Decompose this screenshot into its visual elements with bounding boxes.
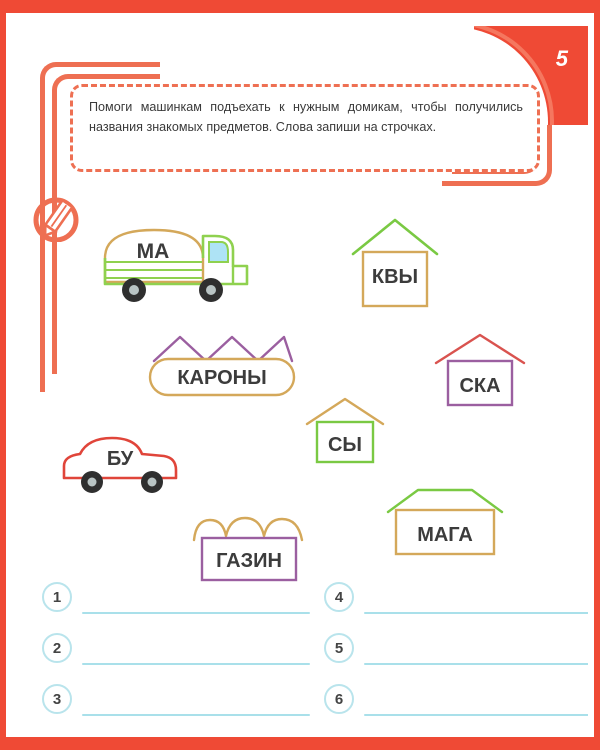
house-label-sy: СЫ bbox=[327, 434, 363, 456]
house-kvy[interactable]: КВЫ bbox=[349, 214, 441, 312]
answer-rule-5[interactable] bbox=[364, 663, 588, 665]
answer-number-3: 3 bbox=[42, 684, 72, 714]
answer-number-1: 1 bbox=[42, 582, 72, 612]
vehicle-car-bu[interactable]: БУ bbox=[60, 432, 182, 504]
answer-number-5: 5 bbox=[324, 633, 354, 663]
house-label-ska: СКА bbox=[459, 375, 501, 397]
answer-rule-4[interactable] bbox=[364, 612, 588, 614]
house-sy[interactable]: СЫ bbox=[304, 396, 386, 466]
house-label-karony: КАРОНЫ bbox=[177, 367, 267, 389]
vehicle-truck-ma[interactable]: МА bbox=[97, 222, 262, 314]
answer-rule-2[interactable] bbox=[82, 663, 310, 665]
page-content: 5 Помоги машинкам подъехать к нужным дом… bbox=[12, 26, 588, 724]
house-label-gazin: ГАЗИН bbox=[216, 550, 282, 572]
vehicle-label-bu: БУ bbox=[106, 448, 134, 470]
answer-rule-6[interactable] bbox=[364, 714, 588, 716]
house-label-kvy: КВЫ bbox=[371, 266, 419, 288]
house-gazin[interactable]: ГАЗИН bbox=[190, 510, 308, 586]
house-ska[interactable]: СКА bbox=[432, 331, 528, 409]
instruction-box: Помоги машинкам подъехать к нужным домик… bbox=[70, 84, 540, 172]
house-maga[interactable]: МАГА bbox=[384, 484, 506, 560]
answer-number-4: 4 bbox=[324, 582, 354, 612]
answer-rule-1[interactable] bbox=[82, 612, 310, 614]
vehicle-label-ma: МА bbox=[136, 240, 170, 263]
answer-number-2: 2 bbox=[42, 633, 72, 663]
house-karony[interactable]: КАРОНЫ bbox=[142, 331, 302, 399]
pencil-icon bbox=[32, 194, 80, 243]
answer-number-6: 6 bbox=[324, 684, 354, 714]
instruction-text: Помоги машинкам подъехать к нужным домик… bbox=[89, 100, 523, 135]
answer-lines: 1 2 3 4 5 6 bbox=[12, 582, 588, 724]
answer-rule-3[interactable] bbox=[82, 714, 310, 716]
page-number: 5 bbox=[555, 46, 568, 71]
house-label-maga: МАГА bbox=[417, 524, 473, 546]
